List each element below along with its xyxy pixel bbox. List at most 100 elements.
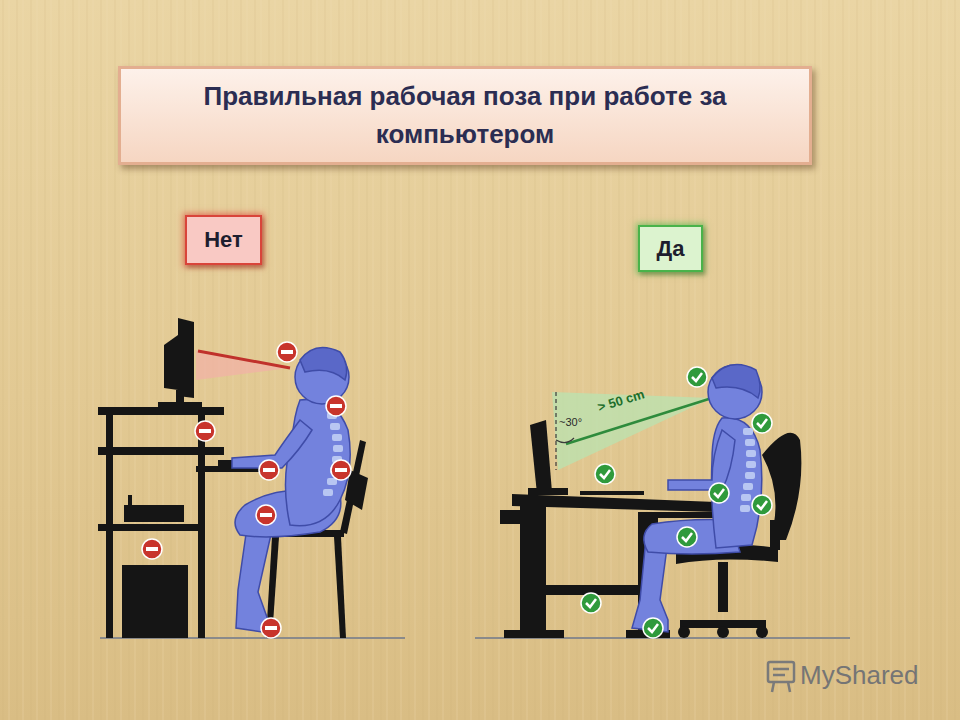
minus-circle	[256, 505, 276, 525]
spine-part	[743, 483, 753, 490]
computer-desk-part	[106, 407, 113, 638]
computer-desk-part	[164, 335, 178, 390]
spine-part	[333, 445, 343, 452]
box-label: Да	[657, 236, 685, 262]
ergonomic-desk-part	[520, 506, 546, 634]
ergonomic-desk-part	[580, 491, 644, 495]
check-mark	[595, 464, 615, 484]
check-circle	[709, 483, 729, 503]
bad-scene	[98, 318, 405, 638]
spine-part	[745, 439, 755, 446]
check-mark	[709, 483, 729, 503]
minus-mark	[326, 396, 346, 416]
angle-arc	[556, 438, 574, 443]
minus-mark	[195, 421, 215, 441]
office-chair-part	[762, 433, 801, 540]
office-chair-part	[717, 626, 729, 638]
check-mark	[643, 618, 663, 638]
minus-mark	[259, 460, 279, 480]
posture-marks	[142, 342, 772, 638]
person-good-part	[708, 365, 762, 419]
angle-label: ~30°	[559, 416, 582, 428]
spine-part	[746, 450, 756, 457]
check-tick	[692, 373, 702, 381]
spine-part	[323, 489, 333, 496]
check-mark	[677, 527, 697, 547]
box-label: Нет	[204, 227, 243, 253]
label-box: Нет	[185, 215, 262, 265]
check-circle	[752, 495, 772, 515]
distance-line	[566, 398, 712, 444]
person-good-part	[668, 430, 735, 490]
computer-desk-part	[124, 505, 184, 522]
label-box: Да	[638, 225, 703, 272]
title: Правильная рабочая поза при работе за ко…	[141, 78, 789, 153]
ergonomic-desk-part	[500, 510, 522, 524]
spine-part	[740, 505, 750, 512]
computer-desk-part	[122, 565, 188, 638]
person-bad	[232, 348, 350, 633]
minus-circle	[331, 460, 351, 480]
minus-bar	[265, 626, 277, 630]
minus-circle	[261, 618, 281, 638]
minus-bar	[263, 468, 275, 472]
minus-mark	[331, 460, 351, 480]
office-chair-part	[770, 520, 780, 550]
check-mark	[752, 413, 772, 433]
title-box: Правильная рабочая поза при работе за ко…	[118, 66, 812, 165]
watermark-icon-part	[773, 668, 789, 671]
minus-bar	[199, 429, 211, 433]
ergonomic-desk-part	[530, 420, 552, 494]
minus-mark	[277, 342, 297, 362]
ergonomic-desk	[500, 420, 720, 638]
minus-mark	[256, 505, 276, 525]
watermark-icon-part	[773, 674, 785, 677]
minus-circle	[142, 539, 162, 559]
watermark-icon	[768, 662, 794, 692]
good-scene	[475, 365, 850, 638]
minus-mark	[142, 539, 162, 559]
computer-desk-part	[128, 495, 132, 505]
check-tick	[600, 470, 610, 478]
minus-circle	[259, 460, 279, 480]
minus-circle	[326, 396, 346, 416]
check-circle	[595, 464, 615, 484]
watermark-icon-part	[768, 662, 794, 682]
minus-bar	[146, 547, 158, 551]
minus-bar	[281, 350, 293, 354]
person-good-part	[712, 365, 760, 398]
spine-part	[745, 472, 755, 479]
spine-part	[330, 423, 340, 430]
spine-part	[743, 428, 753, 435]
minus-mark	[261, 618, 281, 638]
spine	[323, 412, 343, 496]
check-circle	[581, 593, 601, 613]
check-mark	[687, 367, 707, 387]
check-tick	[757, 501, 767, 509]
minus-circle	[195, 421, 215, 441]
minus-circle	[277, 342, 297, 362]
check-tick	[586, 599, 596, 607]
vertical-guide	[555, 392, 556, 470]
spine-part	[332, 434, 342, 441]
spine-part	[746, 461, 756, 468]
office-chair-part	[678, 626, 690, 638]
office-chair-part	[718, 562, 728, 612]
ergonomic-desk-part	[650, 512, 720, 518]
ergonomic-desk-part	[528, 488, 568, 495]
check-tick	[648, 624, 658, 632]
check-tick	[714, 489, 724, 497]
spine-part	[741, 494, 751, 501]
person-bad-part	[285, 399, 350, 525]
check-mark	[581, 593, 601, 613]
check-mark	[752, 495, 772, 515]
check-circle	[752, 413, 772, 433]
check-tick	[682, 533, 692, 541]
check-circle	[643, 618, 663, 638]
chair-part	[334, 537, 346, 638]
check-tick	[757, 419, 767, 427]
distance-label: > 50 cm	[596, 386, 646, 414]
line-of-sight	[196, 350, 290, 380]
